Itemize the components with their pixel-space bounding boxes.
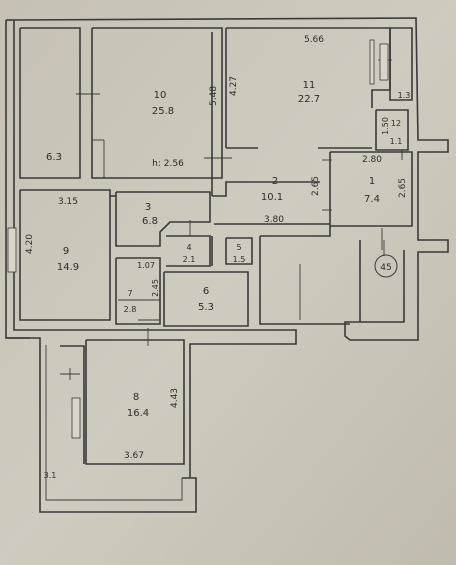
room-12-number: 12: [391, 119, 401, 128]
interior-walls: [19, 27, 413, 465]
room-11-number: 11: [303, 80, 316, 91]
room-labels: 10 25.8 11 22.7 12 1.1 1 7.4 2 10.1 3 6.…: [44, 80, 411, 480]
room-10-number: 10: [154, 90, 167, 101]
top-right-niche-area: 1.3: [398, 91, 411, 100]
left-strip-area: 6.3: [46, 152, 62, 163]
dim-r1-height: 2.65: [398, 178, 408, 198]
room-8-area: 16.4: [127, 408, 149, 419]
room-1-number: 1: [369, 176, 375, 187]
dim-r7-width: 1.07: [137, 261, 155, 270]
dim-r10-height: 5.48: [209, 86, 219, 106]
dim-r7-height: 2.45: [151, 279, 160, 297]
room-2-area: 10.1: [261, 192, 283, 203]
room-12-area: 1.1: [390, 137, 403, 146]
circle-marker: 45: [374, 240, 398, 278]
dim-r1-width: 2.80: [362, 155, 382, 165]
room-3-area: 6.8: [142, 216, 158, 227]
circle-marker-label: 45: [380, 263, 391, 273]
dim-top-right: 5.66: [304, 35, 324, 45]
dim-r9-width: 3.15: [58, 197, 78, 207]
dim-r8-width: 3.67: [124, 451, 144, 461]
room-2-number: 2: [272, 176, 278, 187]
exterior-walls: [5, 17, 449, 513]
window-marks: [7, 39, 403, 346]
room-1-area: 7.4: [364, 194, 380, 205]
room-6-area: 5.3: [198, 302, 214, 313]
bottom-left-area: 3.1: [44, 471, 57, 480]
room-5-area: 1.5: [233, 255, 246, 264]
room-11-area: 22.7: [298, 94, 320, 105]
dim-r8-height: 4.43: [170, 388, 180, 408]
room-4-number: 4: [186, 243, 191, 252]
room-4-area: 2.1: [183, 255, 196, 264]
room-7-number: 7: [127, 289, 132, 298]
dim-r12: 1.50: [381, 117, 390, 135]
room-5-number: 5: [236, 243, 241, 252]
room-6-number: 6: [203, 286, 209, 297]
room-7-area: 2.8: [124, 305, 137, 314]
dim-r9-height: 4.20: [25, 234, 35, 254]
room-9-area: 14.9: [57, 262, 79, 273]
dimension-labels: 5.66 5.48 4.27 h: 2.56 2.80 2.65 2.65 3.…: [25, 35, 408, 461]
room-10-area: 25.8: [152, 106, 174, 117]
room-9-number: 9: [63, 246, 69, 257]
dim-r11-height: 4.27: [229, 76, 239, 96]
dim-r2-height: 2.65: [311, 176, 321, 196]
dim-corridor-width: 3.80: [264, 215, 284, 225]
dim-ceiling: h: 2.56: [152, 159, 184, 169]
room-8-number: 8: [133, 392, 139, 403]
room-3-number: 3: [145, 202, 151, 213]
